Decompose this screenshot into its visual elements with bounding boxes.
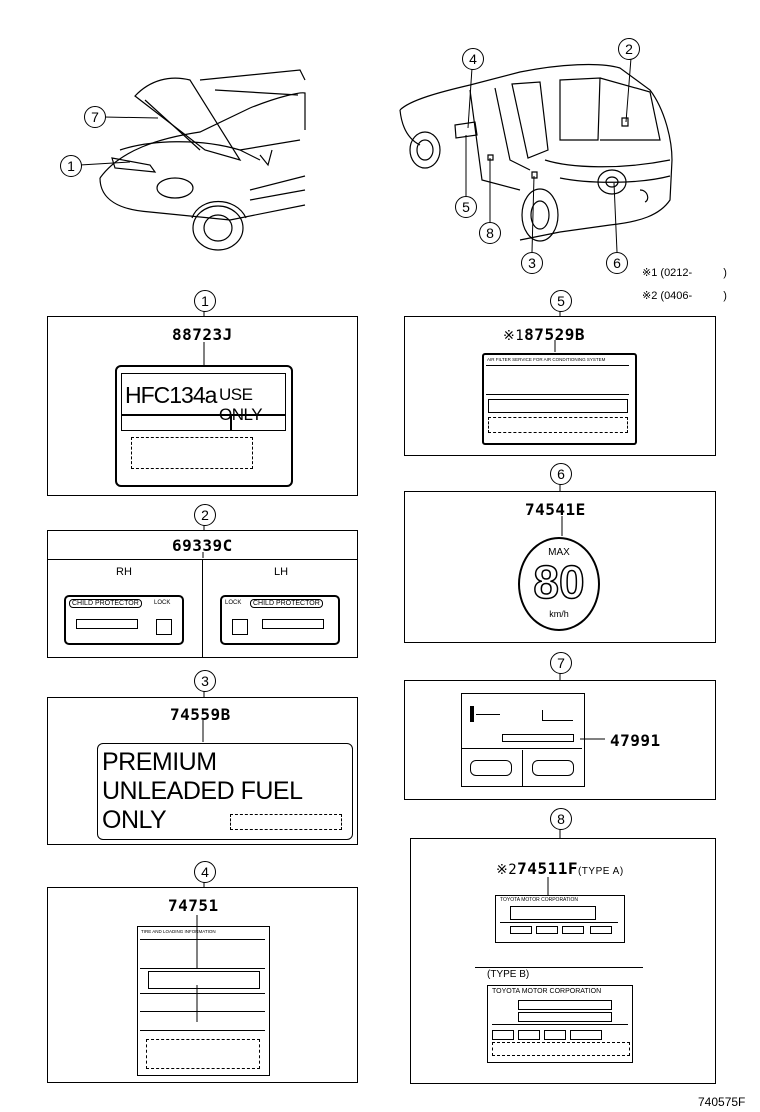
- tire-info-label: TIRE AND LOADING INFORMATION: [137, 926, 270, 1076]
- note-2-close: ): [723, 290, 727, 302]
- note-1: ※1 (0212- ): [642, 266, 727, 279]
- child-protector-label-lh: LOCK CHILD PROTECTOR: [220, 595, 340, 645]
- panel-4-number: 4: [194, 861, 216, 883]
- panel-6-number: 6: [550, 463, 572, 485]
- note-1-text: (0212-: [660, 267, 693, 279]
- note-2-mark: ※2: [642, 290, 658, 302]
- callout-5-car: 5: [455, 196, 477, 218]
- leader-lines: [79, 57, 632, 1022]
- panel-3: 74559B PREMIUM UNLEADED FUEL ONLY: [47, 697, 358, 845]
- key-fob-icon-left: [470, 760, 512, 776]
- lock-text-lh: LOCK: [225, 600, 242, 606]
- lh-label: LH: [274, 566, 289, 578]
- panel-1-number: 1: [194, 290, 216, 312]
- panel-8-part: 74511F: [517, 859, 578, 878]
- panel-8-mark: ※2: [496, 862, 518, 878]
- callout-8-car: 8: [479, 222, 501, 244]
- vin-label-type-b: TOYOTA MOTOR CORPORATION: [487, 985, 633, 1063]
- rh-label: RH: [116, 566, 132, 578]
- air-filter-label: AIR FILTER SERVICE FOR AIR CONDITIONING …: [482, 353, 637, 445]
- key-fob-icon-right: [532, 760, 574, 776]
- child-protector-label-rh: CHILD PROTECTOR LOCK: [64, 595, 184, 645]
- use-only-text: USE ONLY: [219, 385, 263, 424]
- door-icon-lh: [232, 619, 248, 635]
- air-filter-header: AIR FILTER SERVICE FOR AIR CONDITIONING …: [487, 357, 606, 362]
- panel-3-number: 3: [194, 670, 216, 692]
- vin-label-type-a: TOYOTA MOTOR CORPORATION: [495, 895, 625, 943]
- note-2: ※2 (0406- ): [642, 289, 727, 302]
- callout-6-car: 6: [606, 252, 628, 274]
- fuel-label: PREMIUM UNLEADED FUEL ONLY: [97, 743, 353, 840]
- panel-4: 74751 TIRE AND LOADING INFORMATION: [47, 887, 358, 1083]
- callout-7-car: 7: [84, 106, 106, 128]
- panel-6: 74541E MAX 80 km/h: [404, 491, 716, 643]
- key-label: [461, 693, 585, 787]
- panel-2-number: 2: [194, 504, 216, 526]
- panel-5-number: 5: [550, 290, 572, 312]
- note-2-text: (0406-: [660, 290, 693, 302]
- figure-code: 740575F: [698, 1095, 746, 1109]
- panel-8: ※274511F(TYPE A) TOYOTA MOTOR CORPORATIO…: [410, 838, 716, 1084]
- panel-8-part-number: ※274511F(TYPE A): [496, 859, 624, 878]
- callout-2-car: 2: [618, 38, 640, 60]
- lock-text-rh: LOCK: [154, 600, 171, 606]
- key-icon: [470, 706, 474, 722]
- panel-2: 69339C RH LH CHILD PROTECTOR LOCK LOCK C…: [47, 530, 358, 658]
- hfc-label: HFC134a USE ONLY: [115, 365, 293, 487]
- callout-1-car: 1: [60, 155, 82, 177]
- rear-car-drawing: [399, 63, 673, 242]
- panel-5-part: 87529B: [524, 325, 585, 344]
- child-protector-text-rh: CHILD PROTECTOR: [69, 599, 142, 608]
- panel-8-number: 8: [550, 808, 572, 830]
- panel-6-part-number: 74541E: [525, 500, 586, 519]
- maker-text-a: TOYOTA MOTOR CORPORATION: [500, 897, 578, 903]
- unit-text: km/h: [549, 609, 569, 619]
- panel-5-mark: ※1: [503, 328, 525, 344]
- panel-4-part-number: 74751: [168, 896, 219, 915]
- note-1-mark: ※1: [642, 267, 658, 279]
- panel-7-number: 7: [550, 652, 572, 674]
- callout-3-car: 3: [521, 252, 543, 274]
- type-b-text: (TYPE B): [487, 969, 530, 980]
- panel-1-part-number: 88723J: [172, 325, 233, 344]
- front-car-drawing: [99, 69, 306, 251]
- tire-info-header: TIRE AND LOADING INFORMATION: [141, 929, 216, 934]
- panel-2-part-number: 69339C: [172, 536, 233, 555]
- max-text: MAX: [548, 547, 570, 558]
- panel-7-part-number: 47991: [610, 731, 661, 750]
- hfc-text: HFC134a: [125, 382, 217, 408]
- panel-5-part-number: ※187529B: [503, 325, 585, 344]
- note-1-close: ): [723, 267, 727, 279]
- panel-1: 88723J HFC134a USE ONLY: [47, 316, 358, 496]
- fuel-line-1: PREMIUM: [102, 748, 217, 776]
- speed-sticker: MAX 80 km/h: [518, 537, 600, 631]
- panel-5: ※187529B AIR FILTER SERVICE FOR AIR COND…: [404, 316, 716, 456]
- panel-7: 47991: [404, 680, 716, 800]
- maker-text-b: TOYOTA MOTOR CORPORATION: [492, 988, 602, 995]
- child-protector-text-lh: CHILD PROTECTOR: [250, 599, 323, 608]
- door-icon-rh: [156, 619, 172, 635]
- type-a-text: (TYPE A): [577, 866, 624, 877]
- panel-3-part-number: 74559B: [170, 705, 231, 724]
- speed-number: 80: [533, 556, 586, 608]
- callout-4-car: 4: [462, 48, 484, 70]
- fuel-line-3: ONLY: [102, 806, 167, 834]
- fuel-line-2: UNLEADED FUEL: [102, 777, 303, 805]
